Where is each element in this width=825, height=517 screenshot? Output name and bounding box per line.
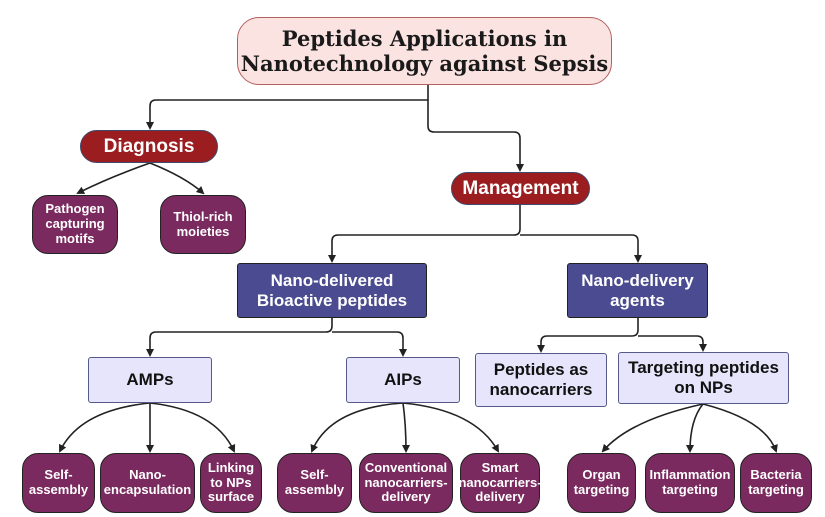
arrow-diag-thiol (149, 162, 205, 195)
targeting-peptides-node: Targeting peptides on NPs (618, 352, 789, 404)
management-node: Management (451, 172, 590, 205)
thiol-rich-node: Thiol-rich moieties (160, 195, 246, 254)
bacteria-targeting-node: Bacteria targeting (740, 453, 812, 513)
title-box: Peptides Applications in Nanotechnology … (237, 17, 612, 85)
amps-linking-node: Linking to NPs surface (200, 453, 262, 513)
arrow-mgmt-bioactive (328, 205, 521, 263)
amps-node: AMPs (88, 357, 212, 403)
pathogen-capturing-node: Pathogen capturing motifs (32, 195, 118, 254)
amps-self-assembly-node: Self-assembly (22, 453, 95, 513)
organ-targeting-node: Organ targeting (567, 453, 636, 513)
aips-conventional-node: Conventional nanocarriers-delivery (359, 453, 453, 513)
amps-nano-encapsulation-node: Nano-encapsulation (100, 453, 195, 513)
arrow-title-management (427, 100, 524, 172)
arrow-title-diagnosis (146, 85, 429, 130)
peptides-nanocarriers-node: Peptides as nanocarriers (475, 353, 607, 407)
arrow-bio-aips (332, 331, 407, 357)
inflammation-targeting-node: Inflammation targeting (645, 453, 735, 513)
arrow-mgmt-agents (520, 234, 642, 263)
nano-delivery-agents-node: Nano-delivery agents (567, 263, 708, 318)
bioactive-peptides-node: Nano-delivered Bioactive peptides (237, 263, 427, 318)
aips-self-assembly-node: Self-assembly (277, 453, 352, 513)
aips-node: AIPs (346, 357, 460, 403)
arrow-diag-pathogen (76, 162, 151, 194)
aips-smart-node: Smart nanocarriers-delivery (458, 453, 542, 513)
arrow-bio-amps (146, 318, 333, 357)
arrow-agents-targeting (638, 335, 707, 352)
diagnosis-node: Diagnosis (80, 130, 218, 163)
arrow-agents-nanocarriers (537, 318, 639, 353)
